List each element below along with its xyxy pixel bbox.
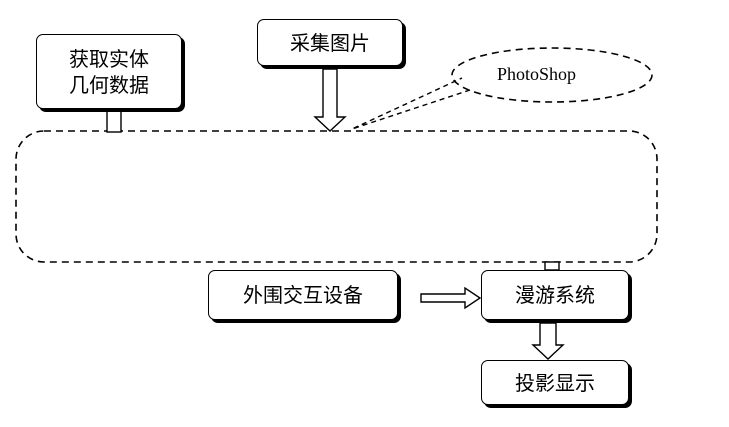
acquire-geometry-line1: 获取实体 [69, 46, 149, 71]
roaming-system-label: 漫游系统 [515, 283, 595, 307]
peripheral-devices-label: 外围交互设备 [243, 283, 363, 307]
collect-images-down-arrow [313, 68, 347, 132]
peripheral-right-arrow [420, 286, 482, 310]
collect-images-label: 采集图片 [290, 30, 370, 55]
projection-display-box: 投影显示 [481, 360, 629, 405]
roaming-down-arrow [531, 322, 565, 360]
projection-display-label: 投影显示 [515, 370, 595, 395]
container-to-roaming-connector [544, 261, 560, 271]
roaming-system-box: 漫游系统 [481, 270, 629, 320]
photoshop-label: PhotoShop [497, 64, 577, 84]
peripheral-devices-box: 外围交互设备 [208, 270, 398, 320]
acquire-geometry-line2: 几何数据 [69, 72, 149, 97]
dashed-process-container [15, 130, 658, 263]
acquire-geometry-box: 获取实体 几何数据 [36, 34, 182, 109]
collect-images-box: 采集图片 [257, 19, 403, 66]
geometry-connector [106, 109, 122, 133]
photoshop-callout-ellipse [451, 47, 653, 103]
photoshop-callout-tail [351, 77, 471, 130]
